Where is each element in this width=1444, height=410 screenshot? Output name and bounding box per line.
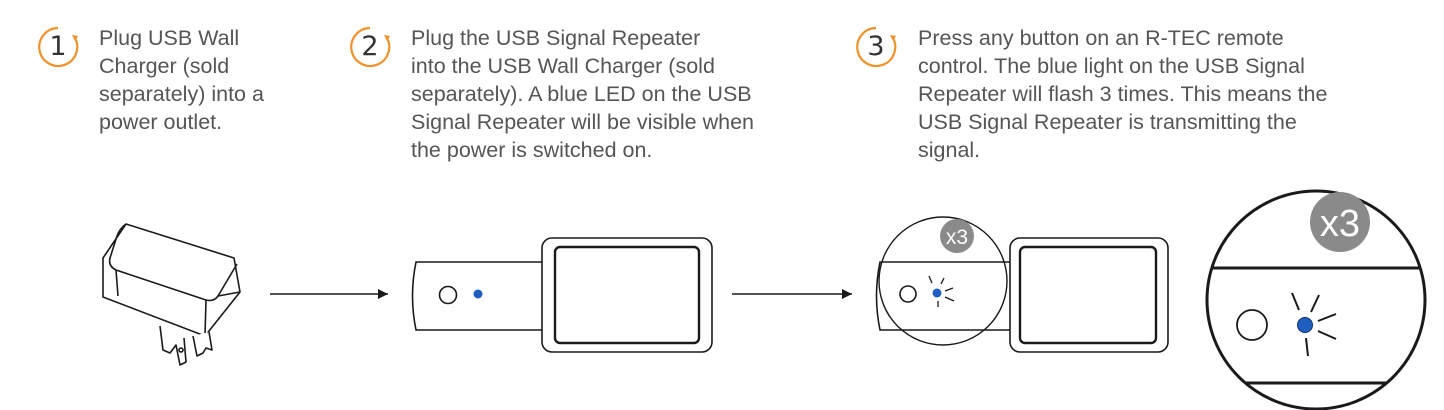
text-line: Charger (sold	[99, 54, 230, 78]
text-line: into the USB Wall Charger (sold	[411, 54, 715, 78]
flash-rays-icon	[928, 275, 955, 307]
button-icon	[899, 285, 917, 303]
magnifier-circle-icon	[878, 216, 1008, 346]
button-icon	[1236, 309, 1268, 341]
text-line: signal.	[918, 138, 981, 162]
text-line: Plug USB Wall	[99, 26, 240, 50]
text-line: separately). A blue LED on the USB	[411, 82, 752, 106]
usb-repeater-icon	[875, 237, 1169, 353]
step-3-number: 3	[855, 26, 897, 68]
x3-badge-small-label: x3	[946, 226, 968, 249]
text-line: control. The blue light on the USB Signa…	[918, 54, 1305, 78]
text-line: Signal Repeater will be visible when	[411, 110, 754, 134]
wall-charger-icon	[102, 223, 241, 366]
step-1-number: 1	[37, 26, 79, 68]
led-icon	[473, 289, 483, 299]
x3-badge-small	[940, 219, 974, 253]
zoomed-detail: x3	[1205, 189, 1427, 410]
usb-repeater-icon	[411, 237, 713, 353]
text-line: Repeater will flash 3 times. This means …	[918, 82, 1328, 106]
step-2-text: Plug the USB Signal Repeater into the US…	[411, 24, 754, 164]
text-line: Plug the USB Signal Repeater	[411, 26, 701, 50]
led-icon	[932, 288, 942, 298]
text-line: USB Signal Repeater is transmitting the	[918, 110, 1297, 134]
x3-badge-large-label: x3	[1320, 203, 1360, 245]
step-1-text: Plug USB Wall Charger (sold separately) …	[99, 24, 264, 136]
text-line: power outlet.	[99, 110, 223, 134]
orange-arc-icon	[350, 26, 391, 68]
text-line: Press any button on an R-TEC remote	[918, 26, 1284, 50]
step-3-text: Press any button on an R-TEC remote cont…	[918, 24, 1327, 164]
magnifier-circle-icon	[1205, 189, 1427, 410]
step-2-number: 2	[349, 26, 391, 68]
orange-arc-icon	[38, 26, 79, 68]
button-icon	[438, 285, 458, 305]
orange-arc-icon	[856, 26, 897, 68]
flash-rays-icon	[1291, 292, 1337, 357]
led-icon	[1297, 317, 1313, 333]
x3-badge-large	[1310, 192, 1370, 252]
text-line: separately) into a	[99, 82, 264, 106]
text-line: the power is switched on.	[411, 138, 653, 162]
